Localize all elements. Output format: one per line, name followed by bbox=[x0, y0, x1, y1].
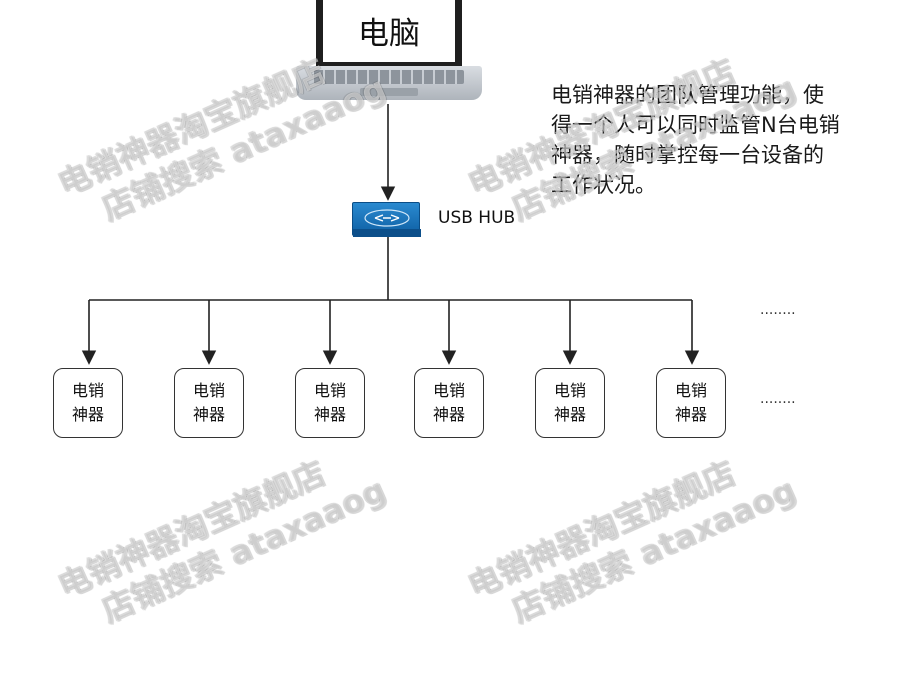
device-node: 电销神器 bbox=[535, 368, 605, 438]
device-node: 电销神器 bbox=[414, 368, 484, 438]
device-label-line1: 电销 bbox=[313, 381, 346, 400]
device-label-line1: 电销 bbox=[192, 381, 225, 400]
device-node: 电销神器 bbox=[174, 368, 244, 438]
usb-hub-icon bbox=[352, 202, 421, 237]
device-label-line1: 电销 bbox=[553, 381, 586, 400]
device-label-line2: 神器 bbox=[313, 405, 346, 424]
ellipsis-bottom: ........ bbox=[760, 391, 796, 407]
laptop-label: 电脑 bbox=[323, 0, 455, 62]
device-label-line2: 神器 bbox=[432, 405, 465, 424]
laptop-keyboard bbox=[314, 70, 464, 84]
device-label-line2: 神器 bbox=[192, 405, 225, 424]
laptop-lid: 电脑 bbox=[316, 0, 462, 66]
laptop-touchpad bbox=[360, 88, 418, 96]
ellipsis-top: ........ bbox=[760, 302, 796, 318]
usb-hub-label: USB HUB bbox=[438, 208, 516, 228]
device-label-line2: 神器 bbox=[674, 405, 707, 424]
device-node: 电销神器 bbox=[656, 368, 726, 438]
device-label-line1: 电销 bbox=[432, 381, 465, 400]
description-text: 电销神器的团队管理功能，使得一个人可以同时监管N台电销神器，随时掌控每一台设备的… bbox=[551, 83, 840, 197]
device-node: 电销神器 bbox=[295, 368, 365, 438]
device-label-line1: 电销 bbox=[71, 381, 104, 400]
laptop-icon: 电脑 bbox=[296, 0, 482, 104]
device-label-line2: 神器 bbox=[553, 405, 586, 424]
device-label-line2: 神器 bbox=[71, 405, 104, 424]
device-label-line1: 电销 bbox=[674, 381, 707, 400]
device-node: 电销神器 bbox=[53, 368, 123, 438]
